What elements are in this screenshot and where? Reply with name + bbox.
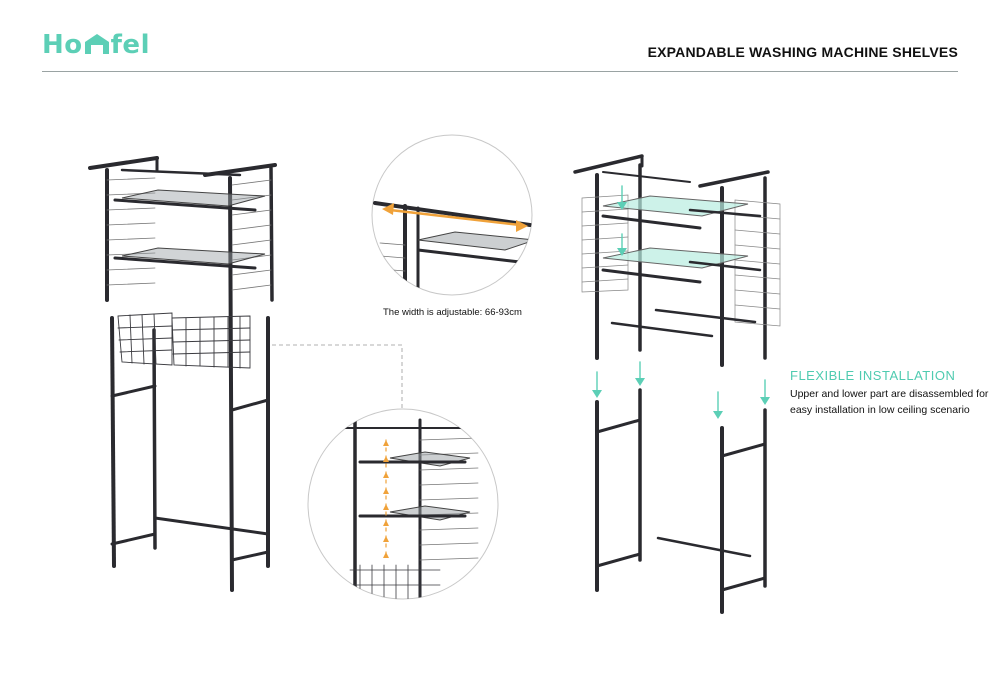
height-detail-callout (307, 408, 499, 600)
assembled-rack-illustration (88, 156, 277, 592)
house-roof-icon (84, 34, 109, 54)
brand-logo: Ho fel (42, 30, 150, 60)
arrow-left-icon (382, 203, 394, 215)
down-arrow-icons (592, 202, 770, 419)
exploded-rack-illustration (573, 154, 781, 614)
arrow-right-icon (516, 220, 528, 232)
brand-name-end: fel (110, 30, 150, 60)
brand-name-start: Ho (42, 30, 83, 60)
installation-heading: FLEXIBLE INSTALLATION (790, 368, 956, 383)
page-title: EXPANDABLE WASHING MACHINE SHELVES (647, 44, 958, 60)
height-adjust-markers (383, 440, 389, 558)
installation-description: Upper and lower part are disassembled fo… (790, 388, 989, 416)
detail-leader-line (272, 344, 403, 428)
header-divider (42, 71, 958, 72)
width-caption: The width is adjustable: 66-93cm (383, 307, 522, 318)
width-detail-callout (371, 134, 533, 296)
assembly-arrows (596, 185, 766, 415)
width-arrow-line (388, 208, 522, 227)
